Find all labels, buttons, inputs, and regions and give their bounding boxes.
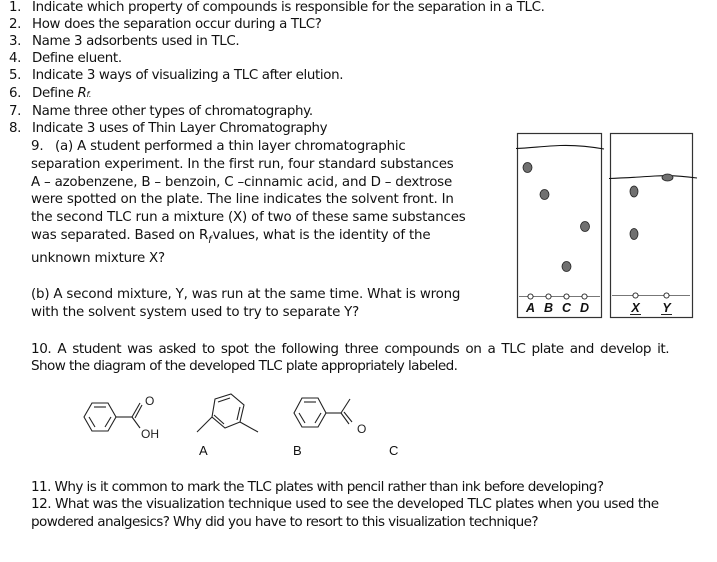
question-11: 11. Why is it common to mark the TLC pla… <box>31 479 604 495</box>
origin-y <box>663 292 670 299</box>
lane-label-d: D <box>580 301 589 315</box>
rf-symbol: R <box>77 86 87 101</box>
origin-b <box>545 293 552 300</box>
question-text: Define <box>32 86 78 101</box>
origin-c <box>563 293 570 300</box>
question-number: 2. <box>9 17 22 32</box>
spot-b <box>539 189 550 200</box>
question-9-line-1: 9. (a) A student performed a thin layer c… <box>31 138 406 156</box>
hydroxyl-label: OH <box>141 427 159 441</box>
question-number: 3. <box>9 34 22 49</box>
question-1: 1. Indicate which property of compounds i… <box>9 0 545 16</box>
question-9-line-4: were spotted on the plate. The line indi… <box>31 192 454 207</box>
question-8: 8. Indicate 3 uses of Thin Layer Chromato… <box>9 120 328 137</box>
rf-subscript: f <box>208 235 212 246</box>
question-5: 5. Indicate 3 ways of visualizing a TLC a… <box>9 67 343 84</box>
compound-label-a: A <box>199 443 208 458</box>
question-12-line-2: powdered analgesics? Why did you have to… <box>31 514 539 530</box>
question-10-line-1: 10. A student was asked to spot the foll… <box>31 341 670 357</box>
solvent-front-line <box>515 144 605 150</box>
structure-acetophenone <box>293 397 353 428</box>
question-number: 7. <box>9 104 22 119</box>
tlc-plate-2: X Y <box>608 132 698 319</box>
structure-m-xylene <box>196 393 259 433</box>
question-text: (a) A student performed a thin layer chr… <box>55 139 406 154</box>
compound-label-b: B <box>293 443 302 458</box>
rf-subscript: f. <box>86 90 92 99</box>
question-3: 3. Name 3 adsorbents used in TLC. <box>9 33 240 50</box>
lane-label-a: A <box>525 301 535 315</box>
origin-d <box>581 293 588 300</box>
spot-x-upper <box>629 185 639 198</box>
question-9b-line-1: (b) A second mixture, Y, was run at the … <box>31 287 461 302</box>
question-7: 7. Name three other types of chromatograp… <box>9 103 313 120</box>
spot-x-lower <box>629 228 639 240</box>
question-9-line-2: separation experiment. In the first run,… <box>31 157 454 172</box>
question-number: 5. <box>9 68 22 83</box>
question-number: 9. <box>31 139 44 154</box>
question-9-line-3: A – azobenzene, B – benzoin, C –cinnamic… <box>31 175 453 190</box>
question-text: values, what is the identity of the <box>212 228 431 243</box>
question-12-line-1: 12. What was the visualization technique… <box>31 496 659 512</box>
question-4: 4. Define eluent. <box>9 50 122 67</box>
structure-benzoic-acid <box>83 402 143 432</box>
carbonyl-oxygen-label: O <box>145 394 154 408</box>
question-text: was separated. Based on R <box>31 228 209 243</box>
question-9-line-7: unknown mixture X? <box>31 251 165 266</box>
question-6: 6. Define Rf. <box>9 85 91 103</box>
question-9-line-5: the second TLC run a mixture (X) of two … <box>31 210 466 225</box>
origin-a <box>527 293 534 300</box>
origin-x <box>632 292 639 299</box>
question-text: Indicate 3 uses of Thin Layer Chromatogr… <box>32 121 328 136</box>
question-2: 2. How does the separation occur during a… <box>9 16 322 33</box>
question-9b-line-2: with the solvent system used to try to s… <box>31 305 360 320</box>
lane-label-c: C <box>562 301 572 315</box>
question-text: How does the separation occur during a T… <box>32 17 322 32</box>
question-text: Name 3 adsorbents used in TLC. <box>32 34 240 49</box>
spot-c <box>561 261 572 272</box>
question-number: 1. <box>9 0 22 15</box>
ketone-oxygen-label: O <box>357 422 366 436</box>
question-10-line-2: Show the diagram of the developed TLC pl… <box>31 358 458 374</box>
question-number: 6. <box>9 86 22 101</box>
question-text: Name three other types of chromatography… <box>32 104 313 119</box>
question-text: Indicate 3 ways of visualizing a TLC aft… <box>32 68 344 83</box>
spot-a <box>522 162 533 173</box>
spot-y <box>661 173 674 182</box>
lane-label-b: B <box>544 301 553 315</box>
question-text: Define eluent. <box>32 51 122 66</box>
question-9-line-6: was separated. Based on Rfvalues, what i… <box>31 227 431 246</box>
compound-label-c: C <box>389 443 399 458</box>
solvent-front-line <box>608 175 698 180</box>
question-number: 4. <box>9 51 22 66</box>
lane-label-x: X <box>630 301 640 315</box>
tlc-plate-1: A B C D <box>515 132 605 319</box>
spot-d <box>580 221 590 232</box>
question-number: 8. <box>9 121 22 136</box>
question-text: Indicate which property of compounds is … <box>32 0 545 15</box>
lane-label-y: Y <box>662 301 672 315</box>
